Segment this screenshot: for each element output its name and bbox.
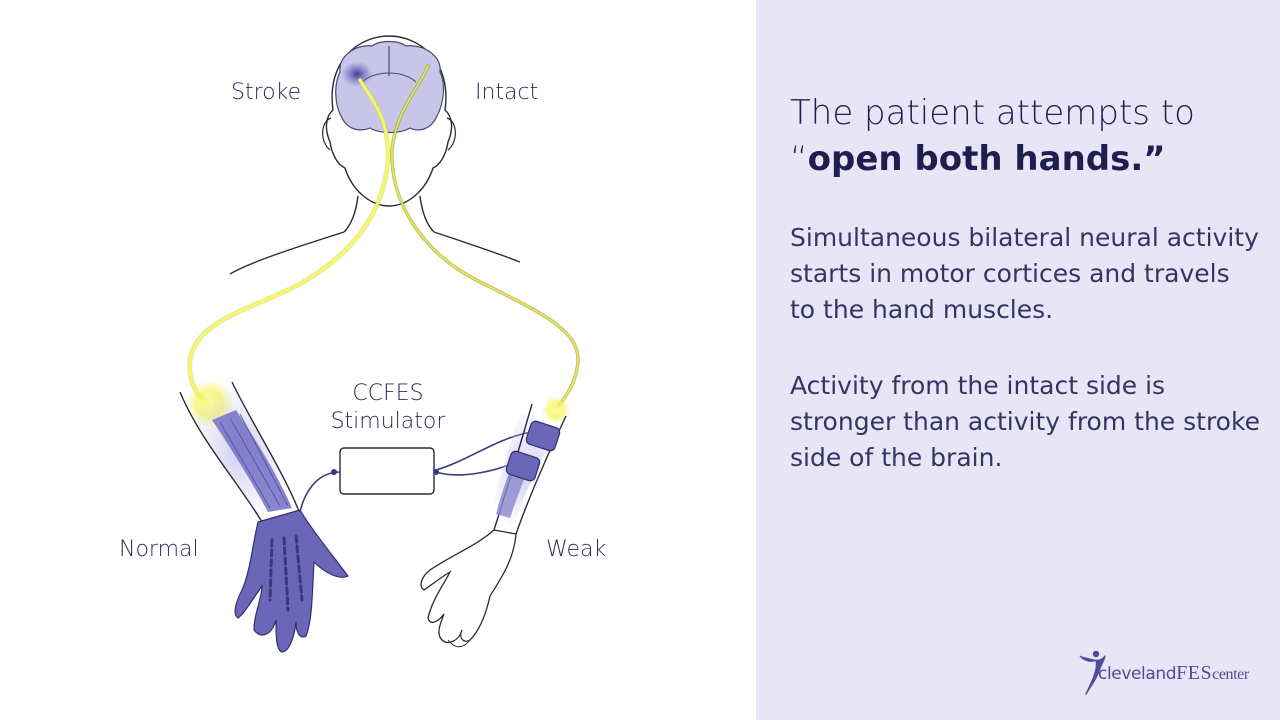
label-intact: Intact [475,80,539,105]
headline-line2: “open both hands.” [790,136,1260,182]
electrode-pad-lower [505,450,541,482]
paragraph-neural-activity: Simultaneous bilateral neural activity s… [790,223,1259,324]
headline-line1: The patient attempts to [790,93,1195,133]
brain [335,40,445,134]
logo-text-cleveland: cleveland [1098,664,1177,684]
label-stimulator-line1: CCFES [352,381,424,406]
neural-pathway-diagram [179,35,580,653]
paragraph-intact-side: Activity from the intact side is stronge… [790,371,1260,472]
logo-text-fes: FES [1176,662,1213,684]
right-arm-weak [486,403,567,535]
text-panel: The patient attempts to “open both hands… [756,0,1280,720]
headline-close-quote: ” [1143,139,1166,179]
left-hand-open [234,509,349,653]
neural-pathways [186,64,580,428]
label-weak: Weak [546,537,607,562]
label-stimulator-line2: Stimulator [330,409,446,434]
ccfes-stimulator [299,431,533,513]
stroke-lesion [341,61,373,87]
electrode-pad-upper [525,420,561,452]
logo-text: clevelandFEScenter [1098,662,1249,685]
label-normal: Normal [119,537,199,562]
label-ccfes-stimulator: CCFES Stimulator [322,380,454,436]
headline: The patient attempts to “open both hands… [790,90,1260,182]
left-arm-normal [179,381,301,523]
headline-open-quote: “ [790,139,808,179]
right-hand-weak [420,529,517,648]
diagram-panel: Stroke Intact Normal Weak CCFES Stimulat… [119,35,607,653]
logo-text-center: center [1212,666,1249,683]
label-stroke: Stroke [231,80,302,105]
cleveland-fes-center-logo: clevelandFEScenter [1076,648,1266,696]
logo-figure-icon [1079,650,1106,695]
headline-emphasis: open both hands. [807,139,1144,179]
